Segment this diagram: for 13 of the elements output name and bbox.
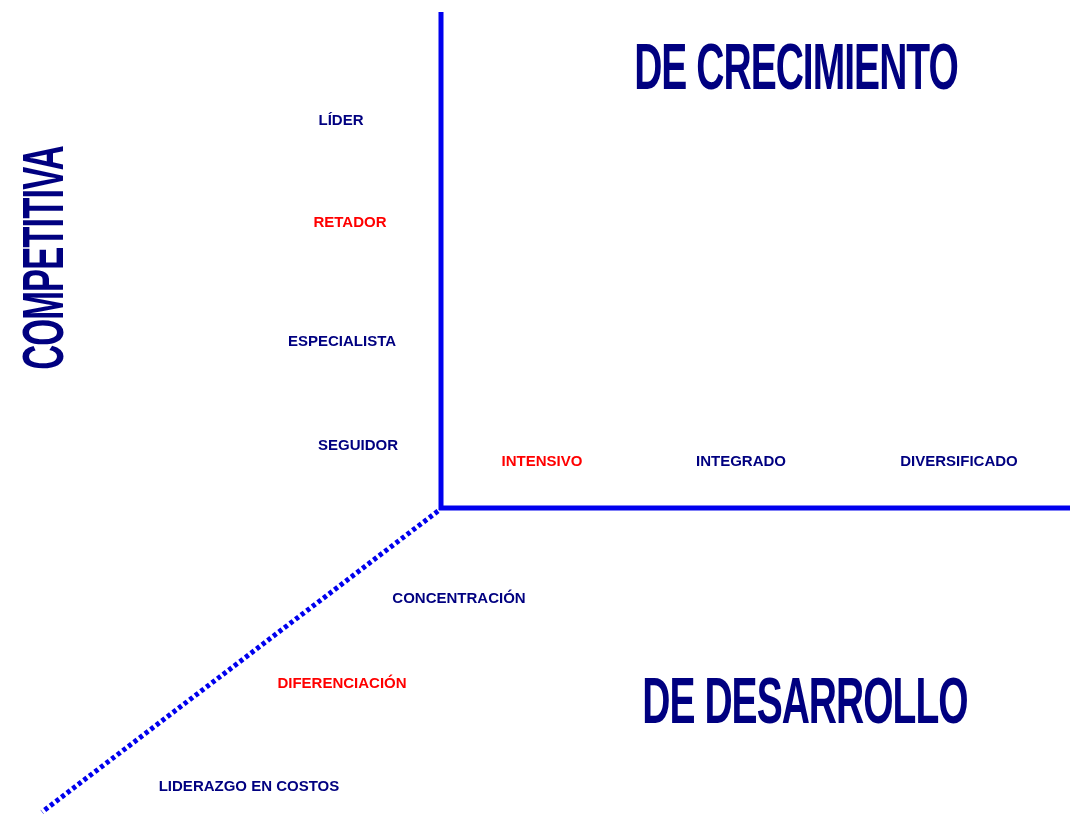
axis-item-label: CONCENTRACIÓN (392, 589, 526, 605)
axis-item-label: INTENSIVO (501, 452, 583, 468)
axis-item-label: LIDERAZGO EN COSTOS (158, 777, 340, 793)
axis-title: DE CRECIMIENTO (634, 33, 958, 99)
axis-item-label: LÍDER (318, 111, 364, 127)
axis-item-label: ESPECIALISTA (287, 332, 397, 348)
axis-title: DE DESARROLLO (642, 667, 968, 733)
axis-item-label: INTEGRADO (696, 452, 786, 468)
axis-title: COMPETITIVA (14, 146, 72, 370)
axis-item-label: DIVERSIFICADO (900, 452, 1018, 468)
axis-item-label: SEGUIDOR (318, 436, 398, 452)
axis-item-label: DIFERENCIACIÓN (277, 674, 407, 690)
axis-item-label: RETADOR (313, 213, 387, 229)
